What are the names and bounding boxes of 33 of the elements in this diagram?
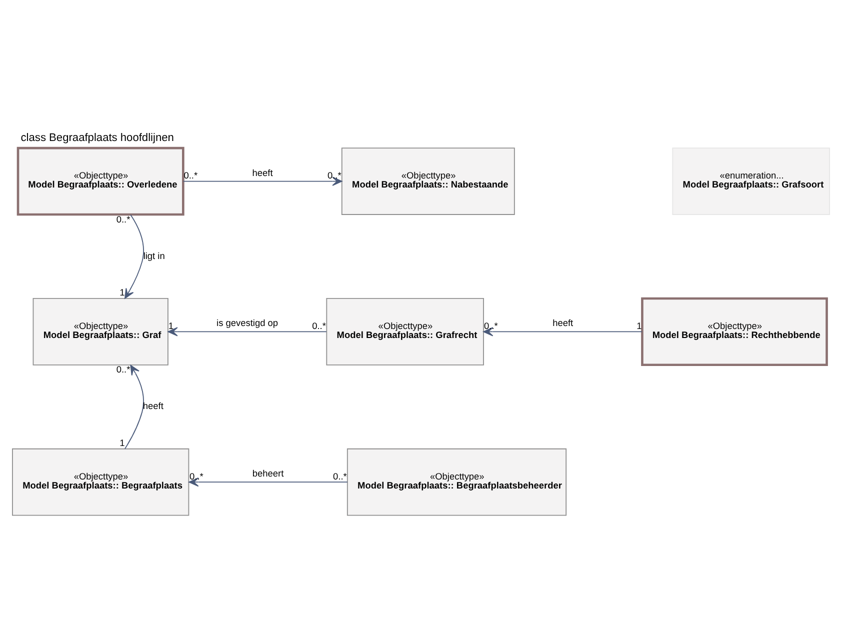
node-box: «Objecttype» Model Begraafplaats:: Overledene (16, 146, 184, 216)
node-box: «Objecttype» Model Begraafplaats:: Nabestaande (341, 148, 515, 215)
edge-label: beheert (252, 468, 284, 479)
label: 0..* (333, 471, 347, 482)
node-box: «Objecttype» Model Begraafplaats:: Begraafplaatsbeheerder (346, 448, 567, 516)
edge-label: heeft (142, 401, 164, 412)
label: 0..* (116, 214, 130, 224)
edge-label: heeft (252, 168, 273, 178)
arrow (182, 176, 342, 186)
node-box: «Objecttype» Model Begraafplaats:: Graf (32, 298, 168, 366)
label: 0..* (328, 170, 342, 181)
label: 1 (120, 438, 125, 448)
label: 1 (636, 320, 642, 331)
label: 1 (168, 320, 174, 331)
edge-label: heeft (552, 318, 574, 328)
edge-label: is gevestigd op (216, 318, 278, 328)
arrow (124, 364, 144, 450)
node-box: «Objecttype» Model Begraafplaats:: Rechthebbende (641, 297, 828, 366)
diagram-title: class Begraafplaats hoofdlijnen (20, 132, 174, 144)
arrow (168, 327, 327, 336)
node-box: «Objecttype» Model Begraafplaats:: Begraafplaats (12, 448, 190, 516)
label: 0..* (116, 364, 130, 375)
arrow (188, 477, 348, 487)
label: 0..* (184, 170, 198, 181)
label: 1 (120, 288, 125, 298)
label: 0..* (190, 471, 204, 482)
arrow (483, 327, 642, 336)
label: 0..* (484, 320, 498, 331)
label: 0..* (312, 320, 326, 331)
arrow (124, 214, 144, 299)
edge-label: ligt in (143, 250, 165, 261)
node-box: «enumeration... Model Begraafplaats:: Grafsoort (672, 148, 830, 215)
node-box: «Objecttype» Model Begraafplaats:: Grafrecht (326, 298, 484, 366)
